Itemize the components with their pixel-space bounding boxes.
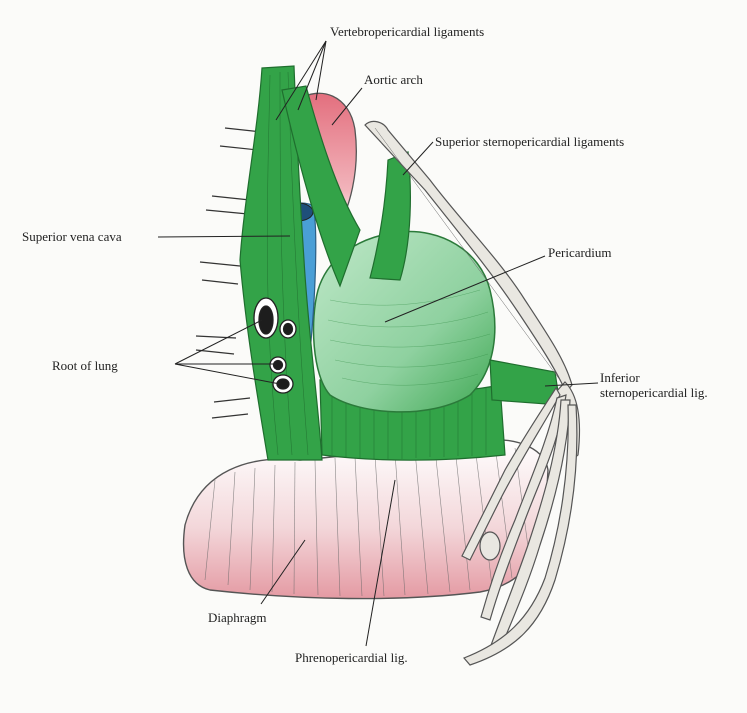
label-phrenopericardial-lig: Phrenopericardial lig. — [295, 650, 408, 666]
label-root-of-lung: Root of lung — [52, 358, 118, 374]
label-aortic-arch: Aortic arch — [364, 72, 423, 88]
label-vertebropericardial-ligaments: Vertebropericardial ligaments — [330, 24, 484, 40]
label-superior-sternopericardial-ligaments: Superior sternopericardial ligaments — [435, 134, 624, 150]
label-superior-vena-cava: Superior vena cava — [22, 229, 122, 245]
label-inferior-sternopericardial-line1: Inferior — [600, 370, 640, 386]
superior-sternopericardial-ligament — [370, 152, 410, 280]
label-pericardium: Pericardium — [548, 245, 612, 261]
diaphragm — [184, 440, 548, 599]
label-diaphragm: Diaphragm — [208, 610, 266, 626]
label-inferior-sternopericardial-line2: sternopericardial lig. — [600, 385, 708, 401]
